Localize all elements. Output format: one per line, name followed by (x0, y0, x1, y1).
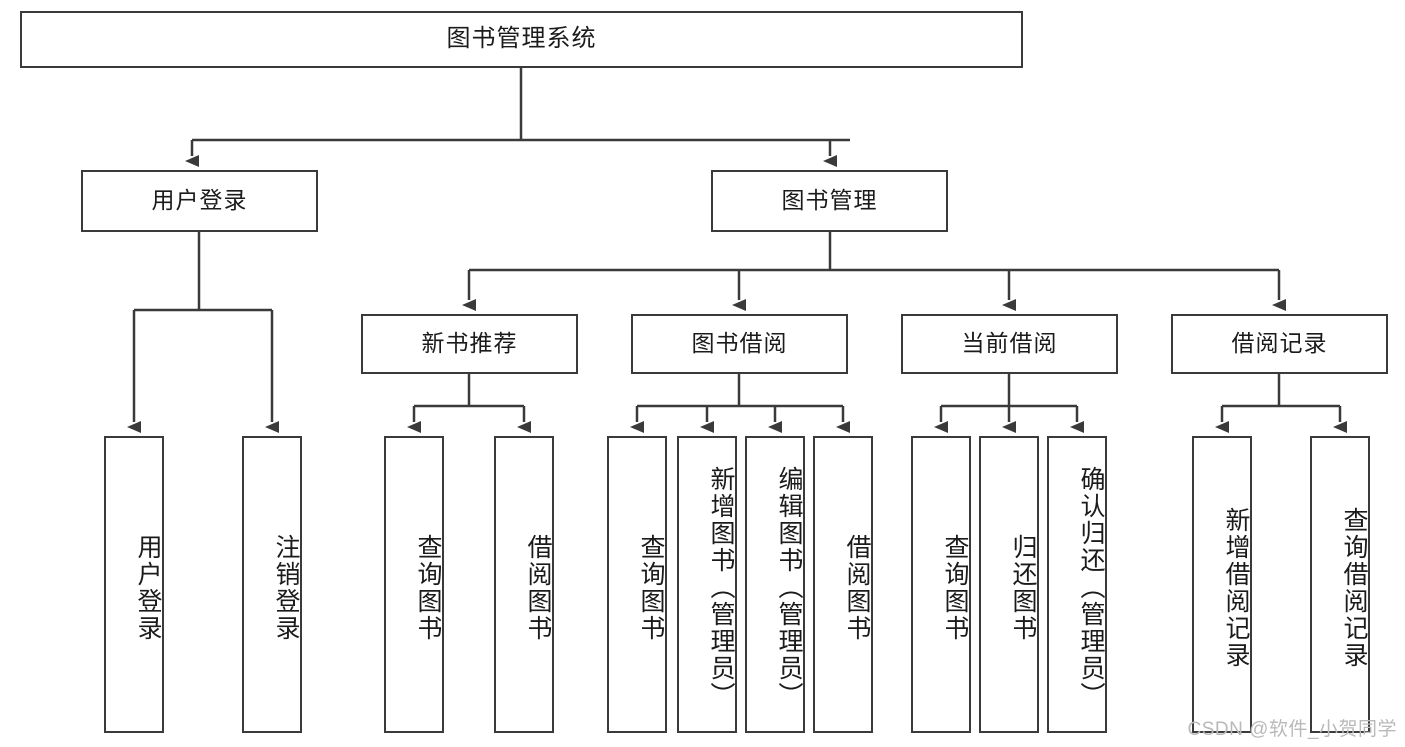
leaf-label: 借阅图书 (843, 533, 871, 642)
leaf-label: 新增借阅记录 (1222, 506, 1250, 669)
leaf-label: 确认归还（管理员） (1077, 466, 1105, 709)
leaf-label: 归还图书 (1009, 533, 1037, 642)
leaf-query-book-current[interactable]: 查询图书 (911, 436, 971, 733)
leaf-user-login[interactable]: 用户登录 (104, 436, 164, 733)
node-root-system[interactable]: 图书管理系统 (20, 11, 1023, 68)
leaf-label: 查询图书 (414, 533, 442, 642)
csdn-watermark: CSDN @软件_小贺同学 (1187, 719, 1397, 740)
leaf-add-borrow-record[interactable]: 新增借阅记录 (1192, 436, 1252, 733)
node-new-book-recommend[interactable]: 新书推荐 (361, 314, 578, 374)
node-user-login[interactable]: 用户登录 (81, 170, 318, 232)
leaf-query-book-borrow[interactable]: 查询图书 (607, 436, 667, 733)
leaf-add-book-admin[interactable]: 新增图书（管理员） (677, 436, 737, 733)
leaf-label: 借阅图书 (524, 533, 552, 642)
leaf-query-book-recommend[interactable]: 查询图书 (384, 436, 444, 733)
leaf-user-logout[interactable]: 注销登录 (242, 436, 302, 733)
leaf-return-book[interactable]: 归还图书 (979, 436, 1039, 733)
leaf-label: 查询借阅记录 (1340, 506, 1368, 669)
leaf-label: 查询图书 (941, 533, 969, 642)
leaf-label: 用户登录 (134, 533, 162, 642)
leaf-borrow-book[interactable]: 借阅图书 (813, 436, 873, 733)
node-borrow-record[interactable]: 借阅记录 (1171, 314, 1388, 374)
node-current-borrow[interactable]: 当前借阅 (901, 314, 1118, 374)
leaf-label: 新增图书（管理员） (707, 466, 735, 709)
leaf-query-borrow-record[interactable]: 查询借阅记录 (1310, 436, 1370, 733)
node-book-borrow[interactable]: 图书借阅 (631, 314, 848, 374)
leaf-edit-book-admin[interactable]: 编辑图书（管理员） (745, 436, 805, 733)
leaf-confirm-return-admin[interactable]: 确认归还（管理员） (1047, 436, 1107, 733)
leaf-label: 注销登录 (272, 533, 300, 642)
leaf-label: 编辑图书（管理员） (775, 466, 803, 709)
leaf-label: 查询图书 (637, 533, 665, 642)
leaf-borrow-book-recommend[interactable]: 借阅图书 (494, 436, 554, 733)
node-book-manage[interactable]: 图书管理 (711, 170, 948, 232)
